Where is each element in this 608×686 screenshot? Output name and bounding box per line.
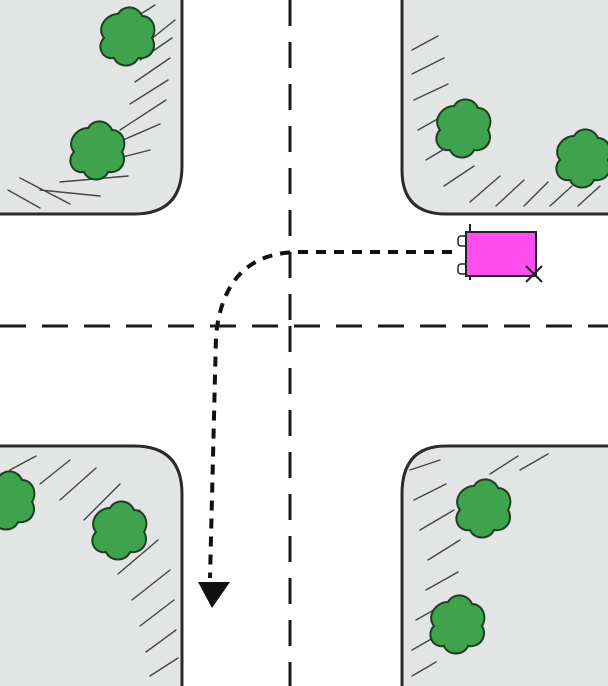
- tree-icon: [555, 128, 608, 189]
- curb-top-left: [0, 0, 184, 216]
- arrowhead-down-icon: [198, 582, 230, 608]
- sidewalk-bottom-right: [402, 446, 608, 686]
- tree-icon: [429, 594, 486, 655]
- tree-icon: [99, 6, 156, 67]
- turn-path-line: [208, 250, 452, 579]
- curb-bottom-left: [0, 444, 184, 686]
- tree-icon: [435, 98, 492, 159]
- tree-icon: [455, 478, 512, 539]
- curb-top-right: [400, 0, 608, 216]
- car-top-view-icon: [457, 224, 543, 283]
- curb-bottom-right: [400, 444, 608, 686]
- sidewalk-bottom-left: [0, 446, 182, 686]
- tree-icon: [69, 120, 126, 181]
- sidewalk-top-right: [402, 0, 608, 214]
- tree-icon: [91, 500, 148, 561]
